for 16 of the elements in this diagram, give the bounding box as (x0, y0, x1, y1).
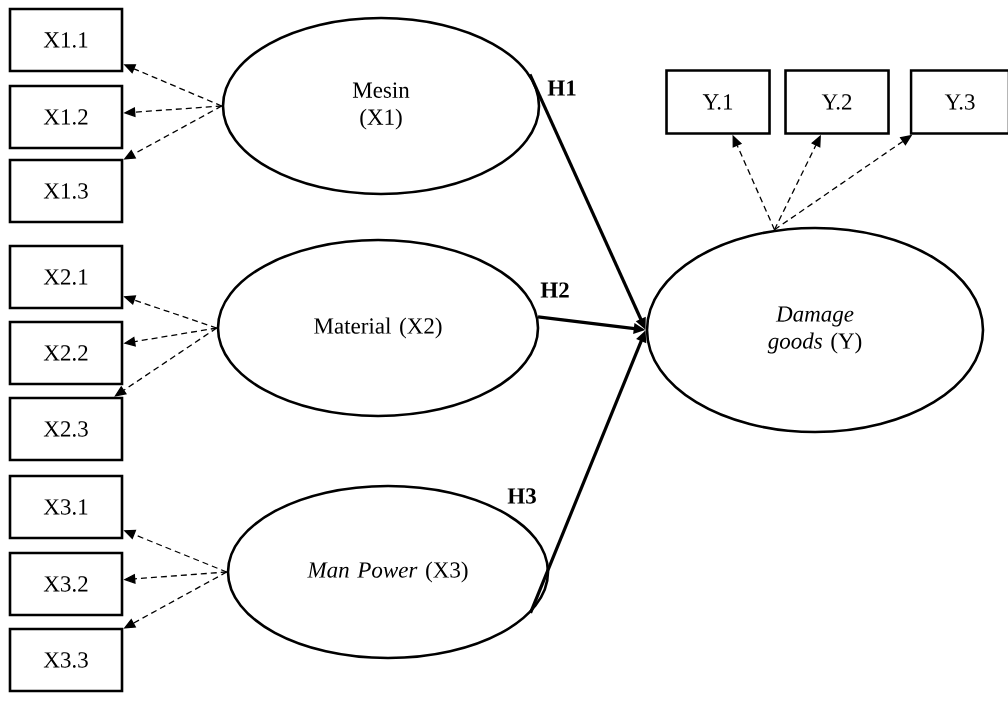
edge-label: H2 (540, 282, 569, 298)
edge-label: H1 (547, 80, 576, 96)
indicator-box: Y.3 (909, 69, 1008, 135)
indicator-box: X3.2 (8, 551, 124, 617)
indicator-box: Y.2 (784, 69, 890, 135)
indicator-box: X1.1 (8, 7, 124, 73)
indicator-box: Y.1 (665, 69, 771, 135)
indicator-box: X2.3 (8, 396, 124, 462)
indicator-box: X3.3 (8, 627, 124, 693)
indicator-box: X1.3 (8, 158, 124, 224)
loading-arrow (114, 327, 218, 397)
indicator-box: X2.2 (8, 320, 124, 386)
indicator-box: X3.1 (8, 474, 124, 540)
indicator-box: X2.1 (8, 244, 124, 310)
edge-label: H3 (507, 488, 536, 504)
indicator-box: X1.2 (8, 84, 124, 150)
